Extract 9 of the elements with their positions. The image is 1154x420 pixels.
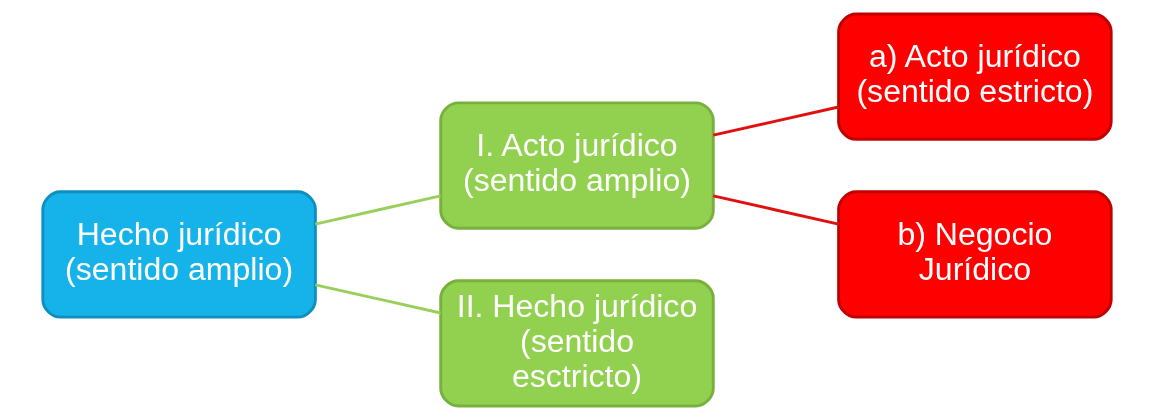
node-box: a) Acto jurídico (sentido estricto) <box>837 12 1113 141</box>
connector <box>712 194 839 226</box>
node-box: II. Hecho jurídico (sentido esctricto) <box>439 279 715 408</box>
node-box: I. Acto jurídico (sentido amplio) <box>439 101 715 230</box>
node-box: b) Negocio Jurídico <box>837 190 1113 319</box>
node-box: Hecho jurídico (sentido amplio) <box>41 190 317 319</box>
connector <box>315 283 441 315</box>
connector <box>712 105 839 137</box>
connector <box>315 194 441 226</box>
